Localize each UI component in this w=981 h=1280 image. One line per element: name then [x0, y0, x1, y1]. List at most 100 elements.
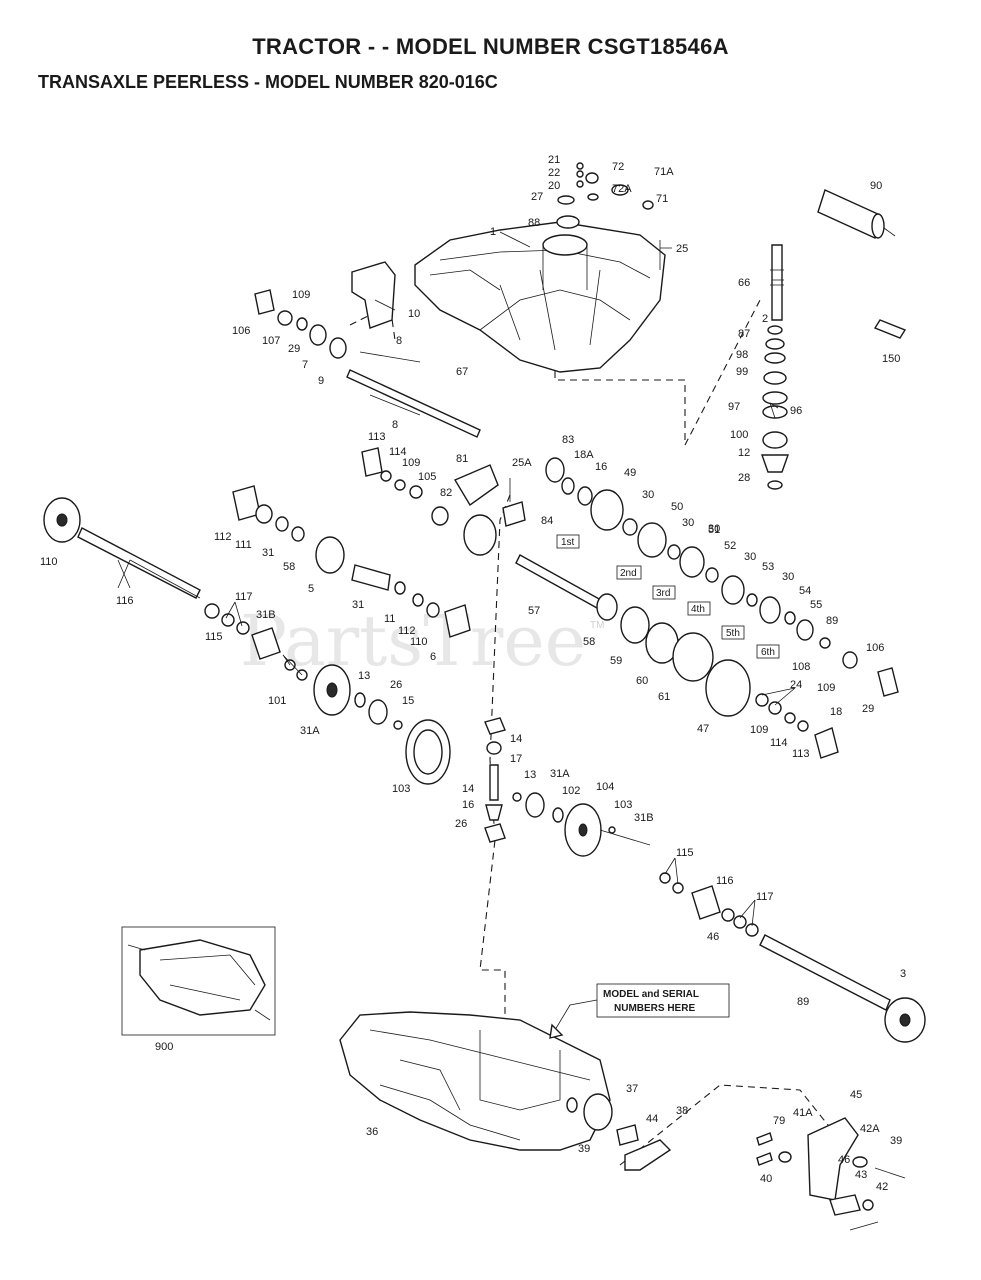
callout: 89	[826, 615, 838, 627]
callout: 98	[736, 349, 748, 361]
callout: 7	[302, 359, 308, 371]
callout: 44	[646, 1113, 658, 1125]
callout: 58	[583, 636, 595, 648]
callout: 41A	[793, 1107, 813, 1119]
callout-labels: 21 22 72 20 71A 27 72A 71 88 90 1 25 66 …	[40, 154, 906, 1193]
gear-tag-1st: 1st	[561, 537, 575, 548]
callout: 15	[402, 695, 414, 707]
callout: 106	[232, 325, 250, 337]
clip-part-150	[873, 319, 907, 339]
callout: 81	[456, 453, 468, 465]
watermark-tm: TM	[590, 620, 604, 631]
callout: 31A	[300, 725, 320, 737]
callout: 50	[671, 501, 683, 513]
inset-assembled-view	[121, 926, 276, 1036]
callout: 112	[214, 531, 232, 543]
callout: 104	[596, 781, 614, 793]
callout: 108	[792, 661, 810, 673]
callout: 2	[762, 313, 768, 325]
callout: 24	[790, 679, 802, 691]
callout: 10	[408, 308, 420, 320]
callout: 3	[900, 968, 906, 980]
callout: 59	[610, 655, 622, 667]
callout: 27	[531, 191, 543, 203]
gear-tag-4th: 4th	[691, 604, 705, 615]
callout: 14	[462, 783, 474, 795]
callout: 1	[490, 226, 496, 238]
gear-row-upper	[545, 457, 831, 649]
page-title: TRACTOR - - MODEL NUMBER CSGT18546A	[252, 34, 729, 59]
callout: 13	[524, 769, 536, 781]
callout: 31B	[634, 812, 654, 824]
callout: 31B	[256, 609, 276, 621]
callout: 112	[398, 625, 416, 637]
page-subtitle: TRANSAXLE PEERLESS - MODEL NUMBER 820-01…	[38, 72, 498, 92]
callout: 97	[728, 401, 740, 413]
callout: 17	[510, 753, 522, 765]
callout: 89	[797, 996, 809, 1008]
callout: 72	[612, 161, 624, 173]
callout: 61	[658, 691, 670, 703]
callout: 84	[541, 515, 553, 527]
callout: 100	[730, 429, 748, 441]
differential-left	[204, 603, 451, 785]
callout: 109	[402, 457, 420, 469]
callout: 25A	[512, 457, 532, 469]
callout: 113	[368, 431, 386, 443]
callout: 42A	[860, 1123, 880, 1135]
callout: 71	[656, 193, 668, 205]
callout: 99	[736, 366, 748, 378]
callout: 18	[830, 706, 842, 718]
callout: 30	[682, 517, 694, 529]
callout: 114	[770, 737, 788, 749]
brake-cluster	[254, 261, 396, 359]
bracket-assembly	[566, 1093, 906, 1231]
callout: 14	[510, 733, 522, 745]
callout: 103	[614, 799, 632, 811]
serial-note-line1: MODEL and SERIAL	[603, 989, 699, 1000]
callout: 90	[870, 180, 882, 192]
callout: 16	[595, 461, 607, 473]
brake-shaft	[346, 351, 481, 438]
lower-housing	[339, 1011, 611, 1151]
callout: 22	[548, 167, 560, 179]
callout: 30	[708, 523, 720, 535]
callout: 83	[562, 434, 574, 446]
callout: 42	[876, 1181, 888, 1193]
callout: 31	[352, 599, 364, 611]
callout: 116	[716, 875, 734, 887]
callout: 16	[462, 799, 474, 811]
callout: 25	[676, 243, 688, 255]
callout: 47	[697, 723, 709, 735]
callout: 60	[636, 675, 648, 687]
callout: 109	[750, 724, 768, 736]
callout: 13	[358, 670, 370, 682]
callout: 105	[418, 471, 436, 483]
callout: 45	[850, 1089, 862, 1101]
callout: 37	[626, 1083, 638, 1095]
callout: 103	[392, 783, 410, 795]
gear-tag-6th: 6th	[761, 647, 775, 658]
callout: 39	[890, 1135, 902, 1147]
callout: 106	[866, 642, 884, 654]
callout: 150	[882, 353, 900, 365]
callout: 29	[288, 343, 300, 355]
right-axle-washers	[659, 872, 759, 937]
right-bearing-cluster	[755, 651, 899, 759]
callout: 117	[756, 891, 774, 903]
differential-right	[512, 792, 651, 857]
gear-tag-labels: 1st 2nd 3rd 4th 5th 6th	[561, 537, 775, 658]
callout: 31	[262, 547, 274, 559]
callout: 67	[456, 366, 468, 378]
callout: 36	[366, 1126, 378, 1138]
callout: 6	[430, 651, 436, 663]
top-small-parts	[556, 162, 661, 270]
callout: 109	[292, 289, 310, 301]
axle-shaft-right	[759, 934, 926, 1043]
callout: 52	[724, 540, 736, 552]
callout: 54	[799, 585, 811, 597]
callout: 96	[790, 405, 802, 417]
inset-label: 900	[155, 1041, 173, 1053]
callout: 115	[205, 631, 223, 643]
callout: 46	[707, 931, 719, 943]
